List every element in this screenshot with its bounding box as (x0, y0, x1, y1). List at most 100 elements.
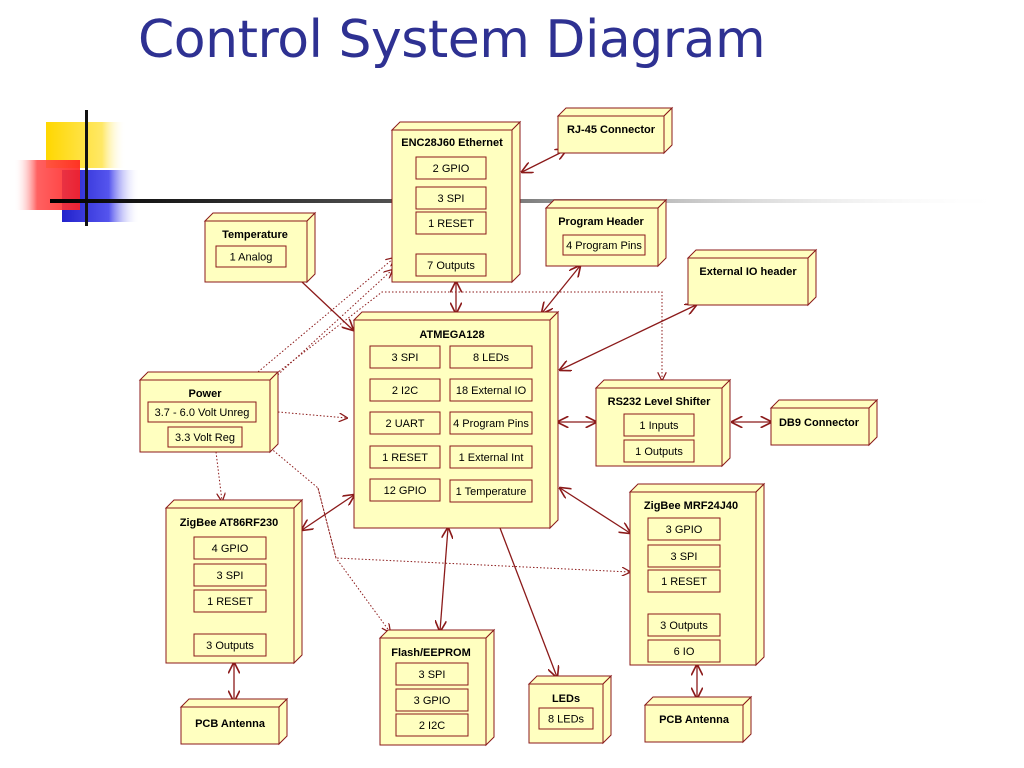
pcb-antenna-left-block: PCB Antenna (179, 697, 289, 746)
atmega128-pin-frame (369, 345, 441, 369)
enc28j60-pin-frame (415, 253, 487, 277)
zigbee-at86-block: ZigBee AT86RF230 4 GPIO 3 SPI 1 RESET 3 Outp… (164, 498, 304, 665)
flash-pin-frame (395, 688, 469, 712)
atmega128-pin-frame (369, 411, 441, 435)
blocks: ENC28J60 Ethernet 2 GPIO 3 SPI 1 RESET 7 Out… (138, 106, 879, 747)
atmega128-pin: 4 Program Pins (453, 418, 529, 430)
zigbee-mrf-pin-frame (647, 544, 721, 568)
deco-horizontal-bar (50, 199, 1010, 203)
zigbee-at86-pin: 4 GPIO (212, 543, 249, 555)
power-pin-frame (167, 426, 243, 448)
zigbee-mrf-title: ZigBee MRF24J40 (644, 500, 738, 512)
temperature-title: Temperature (222, 229, 288, 241)
zigbee-at86-title: ZigBee AT86RF230 (180, 517, 278, 529)
deco-vertical-bar (85, 110, 88, 226)
power-pin: 3.7 - 6.0 Volt Unreg (155, 407, 250, 419)
atmega128-pin-frame (449, 479, 533, 503)
zigbee-mrf-pin-frame (647, 613, 721, 637)
connector-extio-atmega (560, 305, 696, 370)
temperature-pin-frame (215, 245, 287, 268)
zigbee-at86-pin-frame (193, 536, 267, 560)
connector-atmega-zigbee-mrf (560, 488, 630, 533)
connector-power-enc (257, 258, 394, 373)
atmega128-pin-frame (449, 378, 533, 402)
program-header-pin-frame (562, 234, 646, 256)
zigbee-at86-pin: 1 RESET (207, 596, 253, 608)
external-io-block: External IO header (686, 248, 818, 307)
atmega128-pin-frame (449, 445, 533, 469)
connector-atmega-leds (499, 527, 557, 677)
rs232-pin-frame (623, 439, 695, 463)
zigbee-mrf-pin-frame (647, 569, 721, 593)
external-io-title: External IO header (699, 266, 797, 278)
rs232-pin-frame (623, 413, 695, 437)
enc28j60-pin-frame (415, 211, 487, 235)
zigbee-mrf-pin: 1 RESET (661, 576, 707, 588)
enc28j60-pin: 3 SPI (438, 193, 465, 205)
atmega128-pin-frame (369, 378, 441, 402)
program-header-block: Program Header 4 Program Pins (544, 198, 668, 268)
atmega128-pin: 1 External Int (459, 452, 524, 464)
atmega128-pin: 2 I2C (392, 385, 418, 397)
zigbee-at86-pin-frame (193, 633, 267, 657)
zigbee-at86-pin: 3 Outputs (206, 640, 254, 652)
enc28j60-pin: 7 Outputs (427, 260, 475, 272)
connector-power-atmega (277, 411, 347, 418)
atmega128-pin: 18 External IO (456, 385, 527, 397)
flash-title: Flash/EEPROM (391, 647, 470, 659)
zigbee-at86-pin-frame (193, 563, 267, 587)
connector-power-rs232 (267, 291, 662, 380)
rj45-title: RJ-45 Connector (567, 124, 656, 136)
power-pin: 3.3 Volt Reg (175, 432, 235, 444)
page-title: Control System Diagram (138, 10, 766, 70)
power-block: Power 3.7 - 6.0 Volt Unreg 3.3 Volt Reg (138, 370, 280, 454)
connectors (215, 150, 771, 701)
flash-pin: 2 I2C (419, 720, 445, 732)
atmega128-title: ATMEGA128 (419, 329, 484, 341)
atmega128-pin-frame (369, 445, 441, 469)
zigbee-mrf-pin: 3 Outputs (660, 620, 708, 632)
program-header-title: Program Header (558, 216, 644, 228)
rj45-block: RJ-45 Connector (556, 106, 674, 155)
power-title: Power (188, 388, 222, 400)
connector-atmega-zigbee-at86 (302, 495, 354, 530)
rs232-pin: 1 Outputs (635, 446, 683, 458)
flash-pin-frame (395, 713, 469, 737)
enc28j60-pin: 1 RESET (428, 218, 474, 230)
atmega128-pin: 12 GPIO (384, 485, 427, 497)
program-header-pin: 4 Program Pins (566, 240, 642, 252)
zigbee-mrf-pin-frame (647, 517, 721, 541)
enc28j60-pin-frame (415, 186, 487, 210)
atmega128-pin-frame (449, 345, 533, 369)
connector-progheader-atmega (542, 266, 580, 313)
connector-power-flash (267, 445, 390, 632)
zigbee-mrf-pin: 6 IO (674, 646, 695, 658)
atmega128-pin: 1 Temperature (456, 486, 527, 498)
atmega128-pin: 8 LEDs (473, 352, 510, 364)
db9-block: DB9 Connector (769, 398, 879, 447)
temperature-pin: 1 Analog (230, 252, 273, 264)
leds-pin: 8 LEDs (548, 714, 585, 726)
atmega128-pin: 1 RESET (382, 452, 428, 464)
atmega128-pin-frame (369, 478, 441, 502)
enc28j60-title: ENC28J60 Ethernet (401, 137, 503, 149)
power-pin-frame (147, 401, 257, 423)
enc28j60-pin-frame (415, 156, 487, 180)
zigbee-at86-pin-frame (193, 589, 267, 613)
zigbee-mrf-pin: 3 GPIO (666, 524, 703, 536)
atmega128-pin-frame (449, 411, 533, 435)
connector-power-zigbee-at86 (215, 451, 222, 501)
title-decoration (14, 110, 1010, 226)
flash-pin-frame (395, 662, 469, 686)
leds-pin-frame (538, 707, 594, 730)
rs232-pin: 1 Inputs (639, 420, 679, 432)
enc28j60-block: ENC28J60 Ethernet 2 GPIO 3 SPI 1 RESET 7 Out… (390, 120, 522, 284)
zigbee-at86-pin: 3 SPI (217, 570, 244, 582)
enc28j60-pin: 2 GPIO (433, 163, 470, 175)
